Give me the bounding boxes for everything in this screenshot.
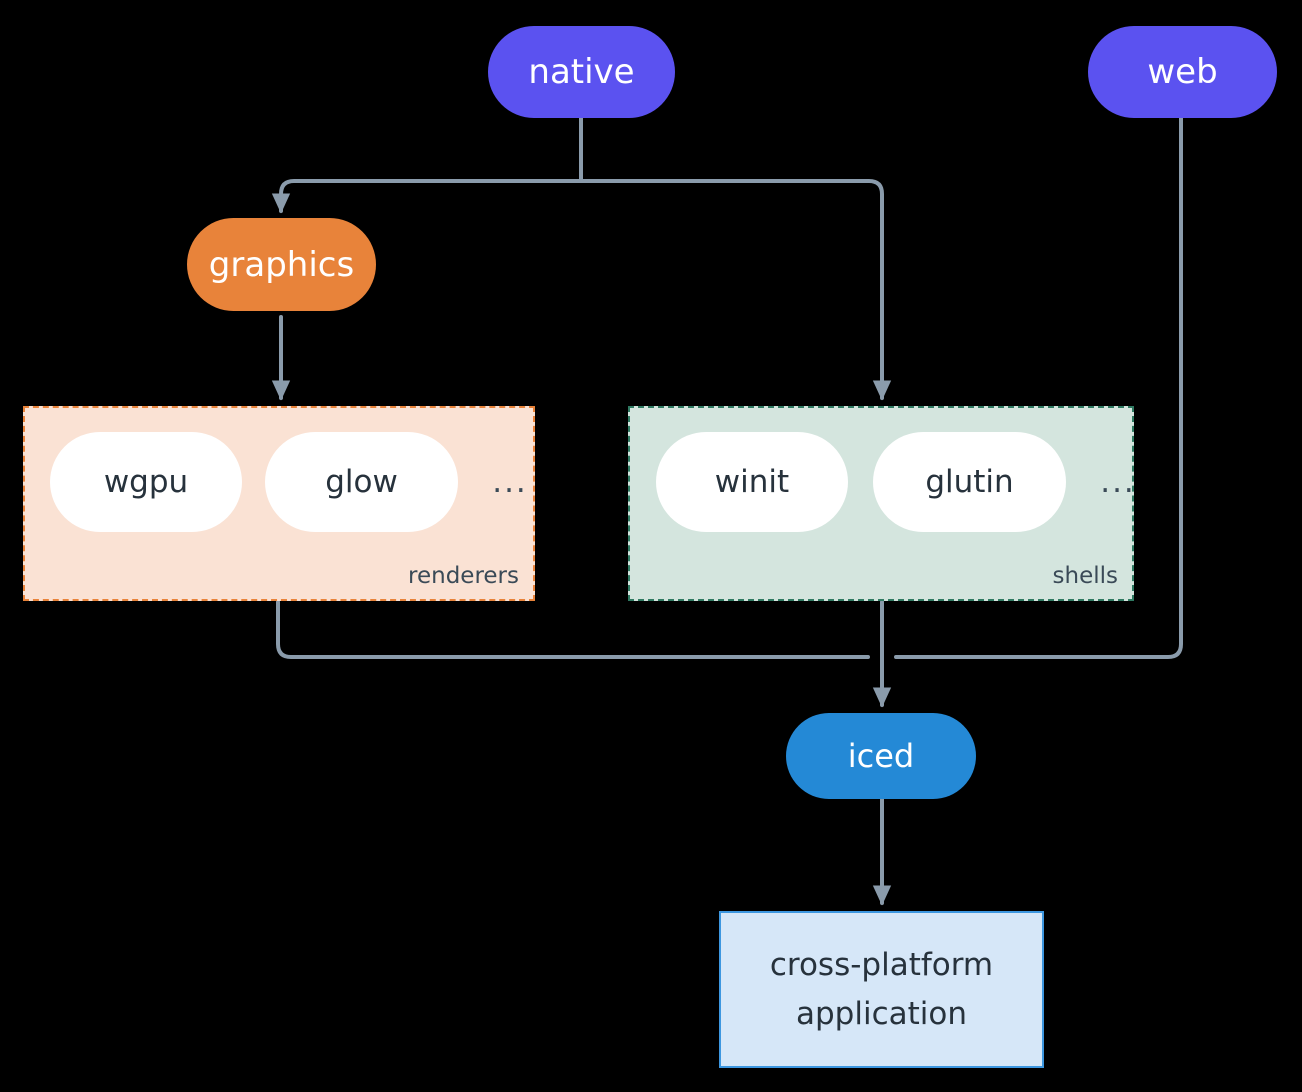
group-renderers-label: renderers [408, 563, 519, 589]
group-shells-label: shells [1052, 563, 1118, 589]
node-native-label: native [528, 52, 635, 92]
node-iced[interactable]: iced [786, 713, 976, 799]
application-label-line2: application [796, 995, 967, 1032]
node-application[interactable]: cross-platform application [719, 911, 1044, 1068]
node-graphics-label: graphics [208, 244, 355, 285]
leaf-winit[interactable]: winit [656, 432, 848, 532]
edge-renderers-iced [276, 600, 870, 659]
leaf-wgpu-label: wgpu [103, 464, 189, 500]
node-native[interactable]: native [488, 26, 675, 118]
group-renderers: wgpu glow ... renderers [23, 406, 535, 601]
leaf-glow-label: glow [325, 464, 398, 500]
node-iced-label: iced [847, 737, 915, 775]
leaf-wgpu[interactable]: wgpu [50, 432, 242, 532]
edge-native-shells [579, 179, 892, 401]
leaf-glow[interactable]: glow [265, 432, 458, 532]
node-web[interactable]: web [1088, 26, 1277, 118]
application-label-line1: cross-platform [769, 947, 994, 984]
node-web-label: web [1147, 52, 1218, 92]
shells-overflow-ellipsis: ... [1100, 464, 1136, 500]
edge-native-graphics [271, 179, 583, 214]
node-graphics[interactable]: graphics [187, 218, 376, 311]
group-shells: winit glutin ... shells [628, 406, 1134, 601]
renderers-overflow-ellipsis: ... [492, 464, 528, 500]
leaf-glutin-label: glutin [925, 464, 1014, 500]
leaf-winit-label: winit [714, 464, 790, 500]
leaf-glutin[interactable]: glutin [873, 432, 1066, 532]
